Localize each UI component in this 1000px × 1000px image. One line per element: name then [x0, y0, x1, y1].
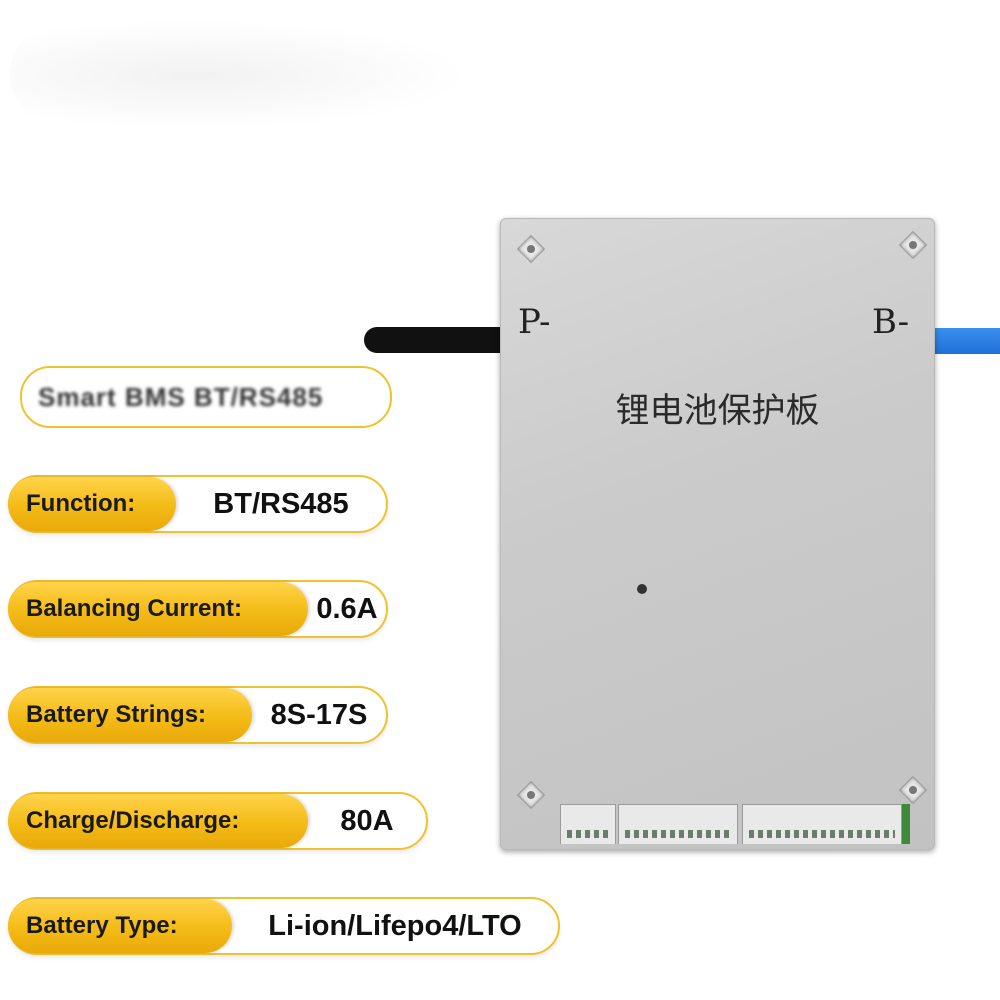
blurred-title-pill: Smart BMS BT/RS485: [20, 366, 392, 428]
spec-balancing-current: Balancing Current: 0.6A: [8, 580, 388, 638]
spec-function: Function: BT/RS485: [8, 475, 388, 533]
screw-icon: [900, 777, 926, 803]
connector-edge: [902, 804, 910, 844]
spec-charge-discharge: Charge/Discharge: 80A: [8, 792, 428, 850]
spec-battery-strings: Battery Strings: 8S-17S: [8, 686, 388, 744]
p-minus-cable: [364, 327, 509, 353]
connector-medium: [618, 804, 738, 844]
connector-large: [742, 804, 902, 844]
blurred-title-text: Smart BMS BT/RS485: [38, 381, 324, 412]
spec-label: Battery Strings:: [8, 688, 252, 742]
spec-battery-type: Battery Type: Li-ion/Lifepo4/LTO: [8, 897, 560, 955]
spec-value: BT/RS485: [213, 487, 349, 520]
spec-label: Function:: [8, 477, 176, 531]
spec-value: 80A: [340, 804, 394, 837]
screw-icon: [900, 232, 926, 258]
spec-label: Battery Type:: [8, 899, 232, 953]
spec-value: 0.6A: [316, 592, 378, 625]
screw-icon: [518, 236, 544, 262]
connector-small: [560, 804, 616, 844]
mounting-hole: [637, 584, 647, 594]
bms-board: P- B- 锂电池保护板: [500, 218, 935, 850]
spec-value: Li-ion/Lifepo4/LTO: [268, 909, 522, 942]
b-minus-cable: [932, 328, 1000, 354]
terminal-p-label: P-: [518, 302, 551, 342]
spec-label: Charge/Discharge:: [8, 794, 308, 848]
terminal-b-label: B-: [872, 302, 910, 342]
spec-label: Balancing Current:: [8, 582, 308, 636]
screw-icon: [518, 782, 544, 808]
background-haze: [10, 20, 470, 130]
board-title: 锂电池保护板: [615, 391, 820, 431]
spec-value: 8S-17S: [270, 698, 368, 731]
